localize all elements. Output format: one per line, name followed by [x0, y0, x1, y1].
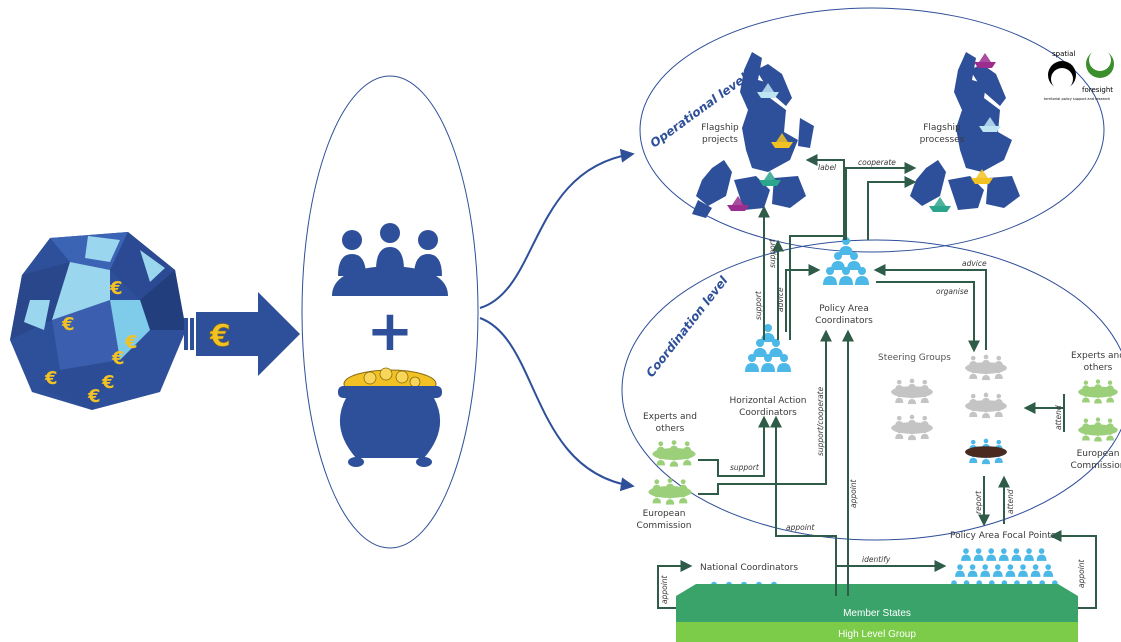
arrow-support-ec	[698, 329, 832, 495]
arrow-organise	[876, 281, 980, 353]
arrow-support-experts	[698, 415, 770, 477]
resources-ellipse	[301, 75, 479, 549]
euro-icon: €	[209, 319, 231, 354]
experts-left-line2: others	[656, 424, 685, 434]
edge-label-appoint-mid: appoint	[786, 523, 816, 532]
flagship-projects-label-line1: Flagship	[701, 123, 739, 133]
plus-icon: +	[367, 299, 414, 364]
pac-label-line1: Policy Area	[819, 304, 868, 314]
euro-icon: €	[124, 332, 138, 353]
people-pyramid-icon	[745, 324, 791, 372]
arrow-label	[805, 154, 845, 240]
euro-icon: €	[87, 386, 101, 407]
arrow-appoint-left	[657, 560, 693, 609]
edge-label-label: label	[818, 163, 837, 172]
euro-icon: €	[61, 314, 75, 335]
national-coordinators-label: National Coordinators	[700, 563, 798, 573]
flagship-projects-label-line2: projects	[702, 135, 738, 145]
edge-label-appoint-left: appoint	[660, 574, 669, 604]
logo-word-bottom: foresight	[1082, 86, 1113, 94]
round-table-icon	[965, 439, 1007, 465]
globe-icon: € € € € € € €	[10, 232, 186, 410]
edge-label-advice-h: advice	[962, 259, 987, 268]
high-level-group-bar: High Level Group	[838, 629, 916, 640]
steering-groups-tables	[891, 355, 1007, 441]
round-table-icon	[652, 440, 695, 466]
logo-tagline: territorial policy support and research	[1044, 97, 1110, 101]
pac-label-line2: Coordinators	[815, 316, 873, 326]
hac-label-line2: Coordinators	[739, 408, 797, 418]
paper-boat-icon	[974, 53, 996, 68]
edge-label-attend-right: attend	[1054, 405, 1063, 430]
curve-arrow-down	[479, 317, 635, 492]
funding-arrow: €	[184, 292, 300, 376]
steering-groups-label: Steering Groups	[878, 353, 951, 363]
ec-right-line1: European	[1077, 449, 1120, 459]
edge-label-appoint-right: appoint	[1077, 558, 1086, 588]
ec-left-line2: Commission	[637, 521, 692, 531]
arrow-appoint-right	[1049, 530, 1097, 609]
logo-word-top: spatial	[1052, 50, 1075, 58]
edge-label-support-h: support	[730, 463, 760, 472]
experts-left-line1: Experts and	[643, 412, 697, 422]
member-states-bar: Member States	[843, 608, 911, 619]
ec-left-line1: European	[643, 509, 686, 519]
people-pyramid-icon	[823, 237, 869, 285]
experts-right-line1: Experts and	[1071, 351, 1121, 361]
pot-of-gold-icon	[338, 367, 442, 467]
arrow-advice-hac	[785, 264, 821, 332]
edge-label-attend-low: attend	[1006, 489, 1015, 514]
experts-right-line2: others	[1084, 363, 1113, 373]
edge-label-support-v1: support	[754, 290, 763, 320]
edge-label-support-v2: support	[768, 238, 777, 268]
flagship-processes-label-line1: Flagship	[923, 123, 961, 133]
arrow-cooperate-2	[867, 176, 917, 240]
edge-label-cooperate: cooperate	[858, 158, 896, 167]
hac-label-line1: Horizontal Action	[729, 396, 806, 406]
euro-icon: €	[101, 372, 115, 393]
edge-label-appoint-v: appoint	[849, 478, 858, 508]
paper-boat-icon	[971, 169, 993, 184]
edge-label-report: report	[974, 490, 983, 514]
arrow-support-3	[789, 235, 844, 340]
curve-arrow-up	[479, 148, 635, 309]
euro-icon: €	[111, 348, 125, 369]
round-table-icon	[1078, 379, 1118, 403]
focal-points-label: Policy Area Focal Points	[950, 531, 1056, 541]
flagship-processes-label-line2: processes	[920, 135, 965, 145]
arrow-cooperate	[845, 162, 917, 240]
operational-level-ellipse	[639, 7, 1105, 253]
base-platform	[676, 584, 1078, 642]
meeting-people-icon	[332, 223, 448, 296]
edge-label-organise: organise	[936, 287, 969, 296]
arrow-advice-sg	[873, 264, 987, 350]
round-table-icon	[648, 478, 691, 504]
edge-label-support-cooperate: support/cooperate	[816, 386, 825, 456]
ec-right-line2: Commission	[1071, 461, 1121, 471]
flagship-processes-map	[910, 52, 1020, 210]
edge-label-identify: identify	[862, 555, 891, 564]
euro-icon: €	[44, 368, 58, 389]
spatial-foresight-logo: spatial foresight territorial policy sup…	[1044, 49, 1114, 101]
edge-label-advice-v: advice	[776, 287, 785, 312]
coordination-level-ellipse	[621, 239, 1121, 541]
round-table-icon	[1078, 417, 1118, 441]
euro-icon: €	[109, 278, 123, 299]
